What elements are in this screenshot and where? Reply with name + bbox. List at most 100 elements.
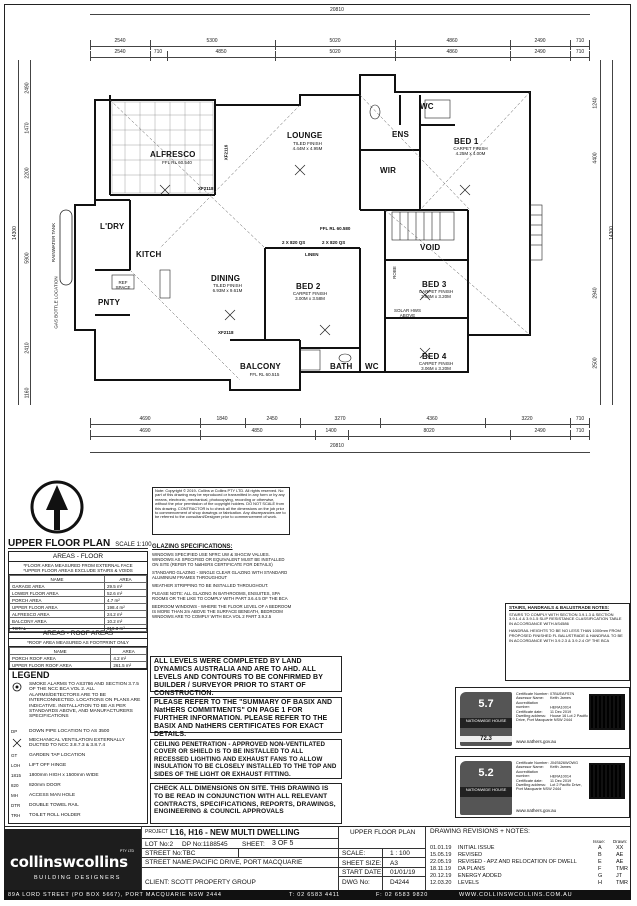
- robe-label: ROBE: [391, 266, 397, 279]
- room-bed4-finish: CARPET FINISH 3.06M x 3.20M: [418, 361, 454, 371]
- room-bed3: BED 3: [422, 280, 447, 289]
- left-total-line: [18, 60, 19, 405]
- bottom-total-line: [90, 452, 590, 453]
- room-bed2-finish: CARPET FINISH 3.00M x 3.58M: [292, 291, 328, 301]
- room-ens: ENS: [392, 130, 410, 139]
- exhaust-fan-icon: [11, 738, 25, 749]
- street-number: STREET No:TBC: [145, 850, 196, 857]
- top-dim-row-2: 2540 710 4850 5020 4860 2490 710: [90, 49, 590, 61]
- start-date-label: START DATE:: [342, 869, 384, 876]
- plan-title: UPPER FLOOR PLAN SCALE 1:100: [8, 538, 152, 549]
- street-name: STREET NAME:PACIFIC DRIVE, PORT MACQUARI…: [145, 859, 303, 866]
- lot-number: LOT No:2: [145, 841, 174, 848]
- room-ref-space: REF SPACE: [115, 280, 131, 290]
- solar-hws-note: SOLAR HWS ABOVE: [394, 308, 422, 318]
- room-lounge: LOUNGE: [287, 131, 323, 140]
- floor-plan-drawing: [59, 74, 543, 391]
- dp-number: DP No:1188545: [182, 841, 228, 848]
- rainwater-tank-label: RAINWATER TANK: [51, 222, 57, 263]
- room-bed4: BED 4: [422, 352, 447, 361]
- room-kitch: KITCH: [136, 250, 162, 259]
- room-bed1: BED 1: [454, 137, 479, 146]
- room-void: VOID: [420, 243, 441, 252]
- copyright-note: Note: Copyright © 2019- Collins w Collin…: [152, 487, 290, 535]
- top-dim-row-1: 2540 5300 5020 4860 2490 710: [90, 38, 590, 50]
- top-total-line: [90, 14, 590, 15]
- window-tag-xf2118-b: XF2118: [218, 330, 234, 335]
- nathers-certificate-2: 5.2 NATIONWIDE HOUSE Certificate Number:…: [455, 756, 630, 818]
- ffl-level-tag: FFL RL 60.580: [320, 226, 351, 231]
- sheet-size-label: SHEET SIZE:: [342, 860, 382, 867]
- notice-basix: PLEASE REFER TO THE "SUMMARY OF BASIX AN…: [150, 697, 342, 738]
- room-balcony: BALCONY: [240, 362, 281, 371]
- nathers-star-badge: 5.2 NATIONWIDE HOUSE: [460, 761, 512, 815]
- glazing-specifications: GLAZING SPECIFICATIONS: WINDOWS SPECIFIE…: [152, 544, 292, 619]
- room-bed1-finish: CARPET FINISH 4.25M x 4.00M: [453, 146, 488, 156]
- room-dining-finish: TILED FINISH 6.93M x 9.61M: [212, 283, 243, 293]
- room-bed2: BED 2: [296, 282, 321, 291]
- scale-value: 1 : 100: [390, 850, 410, 857]
- qr-code-icon: [589, 694, 625, 730]
- client-name: CLIENT: SCOTT PROPERTY GROUP: [145, 879, 256, 886]
- top-total-dim: 20810: [330, 7, 344, 13]
- room-alfresco-ffl: FFL RL 60.540: [162, 160, 192, 165]
- title-block-top-rule: [4, 826, 631, 827]
- room-wc-top: WC: [420, 102, 434, 111]
- window-tag-xf2118: XF2118: [198, 186, 214, 191]
- room-balcony-ffl: FFL RL 60.515: [249, 372, 280, 377]
- project-label: PROJECT: [145, 829, 169, 835]
- room-wc-bottom: WC: [365, 362, 379, 371]
- areas-floor-table: AREAS - FLOOR *FLOOR AREA MEASURED FROM …: [8, 551, 148, 633]
- qr-code-icon: [589, 763, 625, 799]
- room-pnty: PNTY: [98, 298, 121, 307]
- notice-check-dims: CHECK ALL DIMENSIONS ON SITE. THIS DRAWI…: [150, 783, 342, 824]
- smoke-alarm-icon: [11, 682, 25, 693]
- areas-roof-table: AREAS - ROOF AREAS *ROOF AREA MEASURED A…: [8, 628, 148, 670]
- right-parts-line: [600, 60, 601, 405]
- window-tag-820qs-2: 2 X 820 QS: [322, 240, 346, 245]
- right-total-line: [612, 60, 613, 405]
- project-name: L16, H16 - NEW MULTI DWELLING: [170, 828, 300, 837]
- nathers-star-badge: 5.7 NATIONWIDE HOUSE 72.3: [460, 692, 512, 746]
- bottom-total-dim: 20810: [330, 443, 344, 449]
- room-alfresco: ALFRESCO: [150, 150, 196, 159]
- left-parts-line: [30, 60, 31, 405]
- legend-item-smoke-alarm: SMOKE ALARMS TO AS3786 AND SECTION 3.7.5…: [11, 682, 147, 727]
- company-logo: collinswcollins PTY LTD BUILDING DESIGNE…: [4, 829, 141, 900]
- notice-ceiling: CEILING PENETRATION - APPROVED NON-VENTI…: [150, 739, 342, 779]
- revisions-title: DRAWING REVISIONS + NOTES:: [430, 828, 530, 835]
- room-linen: LINEN: [305, 252, 319, 257]
- gas-bottle-label: GAS BOTTLE LOCATION: [53, 276, 59, 329]
- dwg-no-value: D4244: [390, 879, 410, 886]
- notice-levels: ALL LEVELS WERE COMPLETED BY LAND DYNAMI…: [150, 656, 342, 697]
- window-tag-820qs-1: 2 X 820 QS: [282, 240, 306, 245]
- bottom-dim-row-1: 4690 1840 2450 3270 4360 3220 710: [90, 416, 590, 428]
- company-contact-strip: 89A LORD STREET (PO BOX 5667), PORT MACQ…: [4, 890, 631, 900]
- revisions-drawn-header: Drawn:: [613, 839, 628, 844]
- bottom-dim-row-2: 4690 4850 1400 8020 2490 710: [90, 428, 590, 440]
- sheet-value: 3 OF 5: [272, 840, 294, 847]
- plan-title-underline: [8, 548, 148, 549]
- room-lounge-finish: TILED FINISH 4.44M x 4.95M: [292, 141, 323, 151]
- legend-box: LEGEND SMOKE ALARMS TO AS3786 AND SECTIO…: [8, 668, 148, 824]
- room-bed3-finish: CARPET FINISH 3.06M x 3.20M: [418, 289, 454, 299]
- nathers-certificate-1: 5.7 NATIONWIDE HOUSE 72.3 Certificate Nu…: [455, 687, 630, 749]
- room-wir: WIR: [380, 166, 397, 175]
- start-date-value: 01/01/19: [390, 869, 416, 876]
- stairs-notes: STAIRS, HANDRAILS & BALUSTRADE NOTES: ST…: [505, 603, 630, 681]
- sheet-size-value: A3: [390, 860, 398, 867]
- scale-label: SCALE:: [342, 850, 366, 857]
